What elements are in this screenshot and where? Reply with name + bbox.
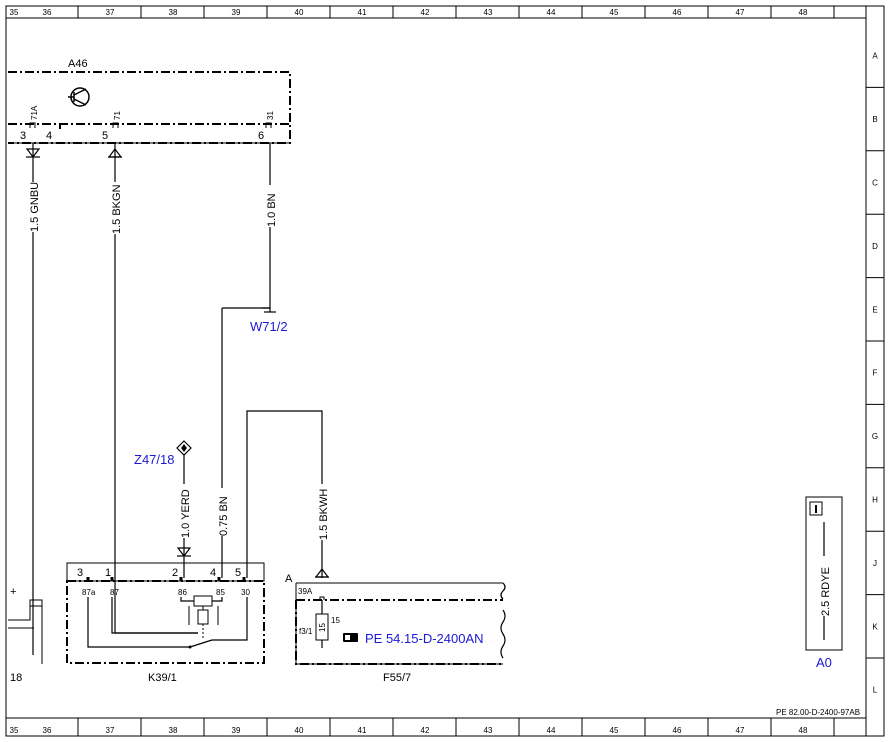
row-letter: E [872, 305, 877, 314]
column-number: 46 [673, 8, 682, 17]
wire-gnbu-label: 1.5 GNBU [29, 182, 41, 232]
k39-pin-number: 4 [210, 567, 216, 579]
row-letter: C [872, 179, 878, 188]
k39-pin-number: 2 [172, 567, 178, 579]
wire-bkwh-label: 1.5 BKWH [318, 489, 330, 540]
left-fragment-sign: + [10, 586, 16, 598]
a46-label: A46 [68, 58, 88, 70]
row-letter: D [872, 242, 878, 251]
row-letter: H [872, 496, 878, 505]
column-number: 35 [10, 8, 19, 17]
column-number: 47 [736, 726, 745, 735]
f55-pin-name: 39A [298, 587, 313, 596]
column-number: 43 [484, 726, 493, 735]
column-number: 41 [358, 8, 367, 17]
connector-arrow-icon [25, 148, 41, 158]
column-number: 39 [232, 8, 241, 17]
column-number: 42 [421, 726, 430, 735]
column-number: 46 [673, 726, 682, 735]
column-ruler-bottom: 35 36 37 38 39 40 41 42 43 44 45 46 47 48 [10, 718, 835, 736]
left-fragment-label: 18 [10, 672, 22, 684]
a46-pin-3-number: 3 [20, 130, 26, 142]
wire-bkgn-label: 1.5 BKGN [111, 184, 123, 234]
k39-pin-name: 87a [82, 588, 96, 597]
column-number: 40 [295, 726, 304, 735]
diagram-frame [5, 5, 885, 737]
relay-switch-icon [189, 597, 248, 648]
column-number: 39 [232, 726, 241, 735]
k39-pin-number: 3 [77, 567, 83, 579]
column-number: 38 [169, 726, 178, 735]
column-ruler-top: 35 36 37 38 39 40 41 42 43 44 45 46 47 48 [10, 6, 835, 18]
column-number: 36 [43, 8, 52, 17]
ground-reference[interactable]: W71/2 [250, 319, 288, 334]
column-number: 47 [736, 8, 745, 17]
fuse-label: f3/1 [299, 627, 313, 636]
k39-pin-name: 30 [241, 588, 250, 597]
k39-pin-name: 87 [110, 588, 119, 597]
row-letter: B [872, 115, 877, 124]
relay-actuator-icon [197, 609, 209, 625]
column-number: 45 [610, 726, 619, 735]
f55-label: F55/7 [383, 672, 411, 684]
a46-pin-4-number: 4 [46, 130, 52, 142]
column-number: 37 [106, 8, 115, 17]
column-number: 48 [799, 8, 808, 17]
column-number: 43 [484, 8, 493, 17]
connector-arrow-icon [176, 547, 192, 557]
connector-reference[interactable]: Z47/18 [134, 452, 174, 467]
transistor-icon [68, 87, 90, 107]
row-letter: L [873, 686, 878, 695]
wire-yerd-label: 1.0 YERD [180, 489, 192, 538]
column-number: 44 [547, 726, 556, 735]
wire-bn-label: 1.0 BN [266, 193, 278, 227]
row-letter: K [872, 622, 878, 631]
pointing-hand-icon[interactable] [343, 633, 358, 642]
fuse-icon [315, 613, 329, 641]
row-letter: G [872, 432, 878, 441]
column-number: 38 [169, 8, 178, 17]
row-letter: A [872, 52, 878, 61]
fuse-rating-top: 15 [331, 616, 340, 625]
column-number: 40 [295, 8, 304, 17]
a46-pin-71a-name: 71A [30, 105, 39, 120]
relay-coil-icon [193, 595, 213, 607]
wire-bkgn [114, 143, 198, 634]
k39-pin-name: 85 [216, 588, 225, 597]
a46-pin-5-number: 5 [102, 130, 108, 142]
column-number: 36 [43, 726, 52, 735]
column-number: 41 [358, 726, 367, 735]
k39-label: K39/1 [148, 672, 177, 684]
k39-pin-number: 5 [235, 567, 241, 579]
row-letter: F [873, 369, 878, 378]
column-number: 37 [106, 726, 115, 735]
wire-bkwh [246, 410, 323, 578]
wire-075-bn [221, 307, 262, 578]
doc-reference-link[interactable]: PE 54.15-D-2400AN [365, 631, 484, 646]
k39-pin-number: 1 [105, 567, 111, 579]
row-letter: J [873, 559, 877, 568]
a46-pin-71-name: 71 [113, 111, 122, 120]
wire-075-bn-label: 0.75 BN [218, 496, 230, 536]
k39-housing [66, 580, 265, 664]
column-number: 48 [799, 726, 808, 735]
a0-label[interactable]: A0 [816, 655, 832, 670]
column-number: 35 [10, 726, 19, 735]
a46-pin-31-name: 31 [266, 111, 275, 120]
f55-pin-letter: A [285, 573, 293, 585]
f55-housing [295, 600, 503, 665]
a0-wire-label: 2.5 RDYE [820, 567, 832, 616]
column-number: 45 [610, 8, 619, 17]
fuse-rating: 15 [318, 623, 327, 632]
a46-pin-6-number: 6 [258, 130, 264, 142]
info-icon[interactable] [809, 501, 823, 516]
k39-pin-name: 86 [178, 588, 187, 597]
column-number: 42 [421, 8, 430, 17]
column-number: 44 [547, 8, 556, 17]
document-id: PE 82.00-D-2400-97AB [776, 708, 860, 717]
row-ruler: A B C D E F G H J K L [866, 52, 884, 695]
splice-connector-icon [176, 440, 192, 456]
a0-box [805, 496, 843, 651]
